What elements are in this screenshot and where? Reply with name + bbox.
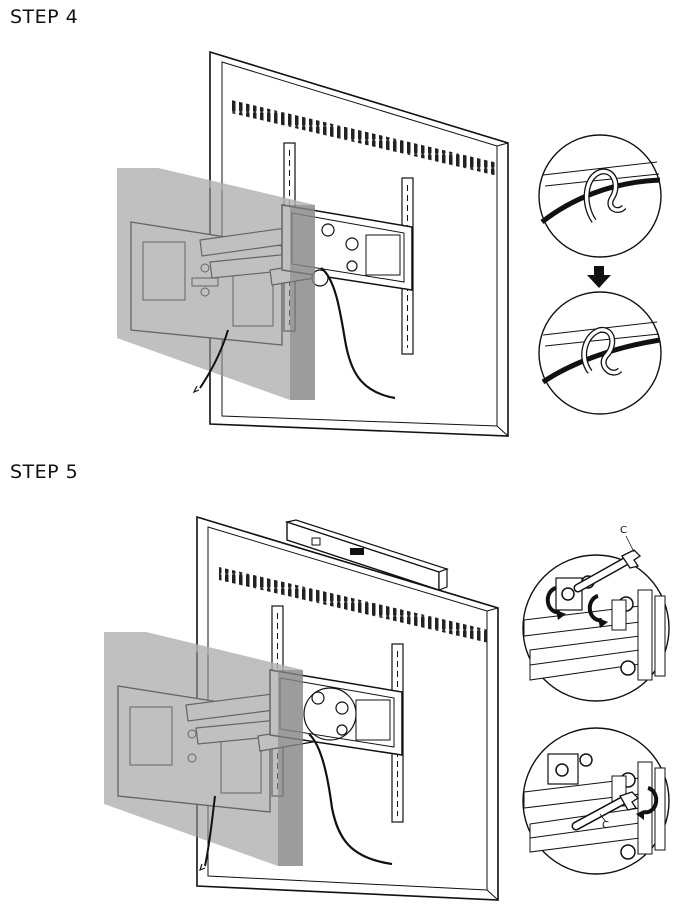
- step-4-illustration: [117, 50, 509, 437]
- wrench-icon: [573, 549, 642, 593]
- power-cable: [192, 267, 396, 400]
- spirit-level: [284, 519, 449, 591]
- rotate-arrow-icon: [545, 586, 561, 615]
- step-4-detail-bottom: [538, 291, 662, 415]
- rotate-arrow-icon: [587, 594, 603, 623]
- vent-slots: [231, 100, 498, 176]
- wall-block: [117, 168, 315, 400]
- rotate-arrow-icon: [643, 786, 659, 815]
- tool-label-c: C: [620, 525, 627, 536]
- wrench-icon: [571, 791, 640, 831]
- step-5-detail-top: C: [522, 525, 670, 702]
- vent-slots: [219, 567, 489, 643]
- tool-label-c: C: [602, 820, 609, 831]
- arrow-down-icon: [587, 266, 611, 288]
- step-5-detail-bottom: C: [522, 727, 670, 875]
- step-4-detail-top: [538, 134, 662, 258]
- step-5-title: STEP 5: [10, 461, 79, 483]
- step-5-illustration: [104, 515, 499, 901]
- detail-focus-circle: [303, 687, 357, 741]
- wall-block: [104, 632, 303, 866]
- step-4-title: STEP 4: [10, 6, 79, 28]
- power-cable: [199, 733, 393, 872]
